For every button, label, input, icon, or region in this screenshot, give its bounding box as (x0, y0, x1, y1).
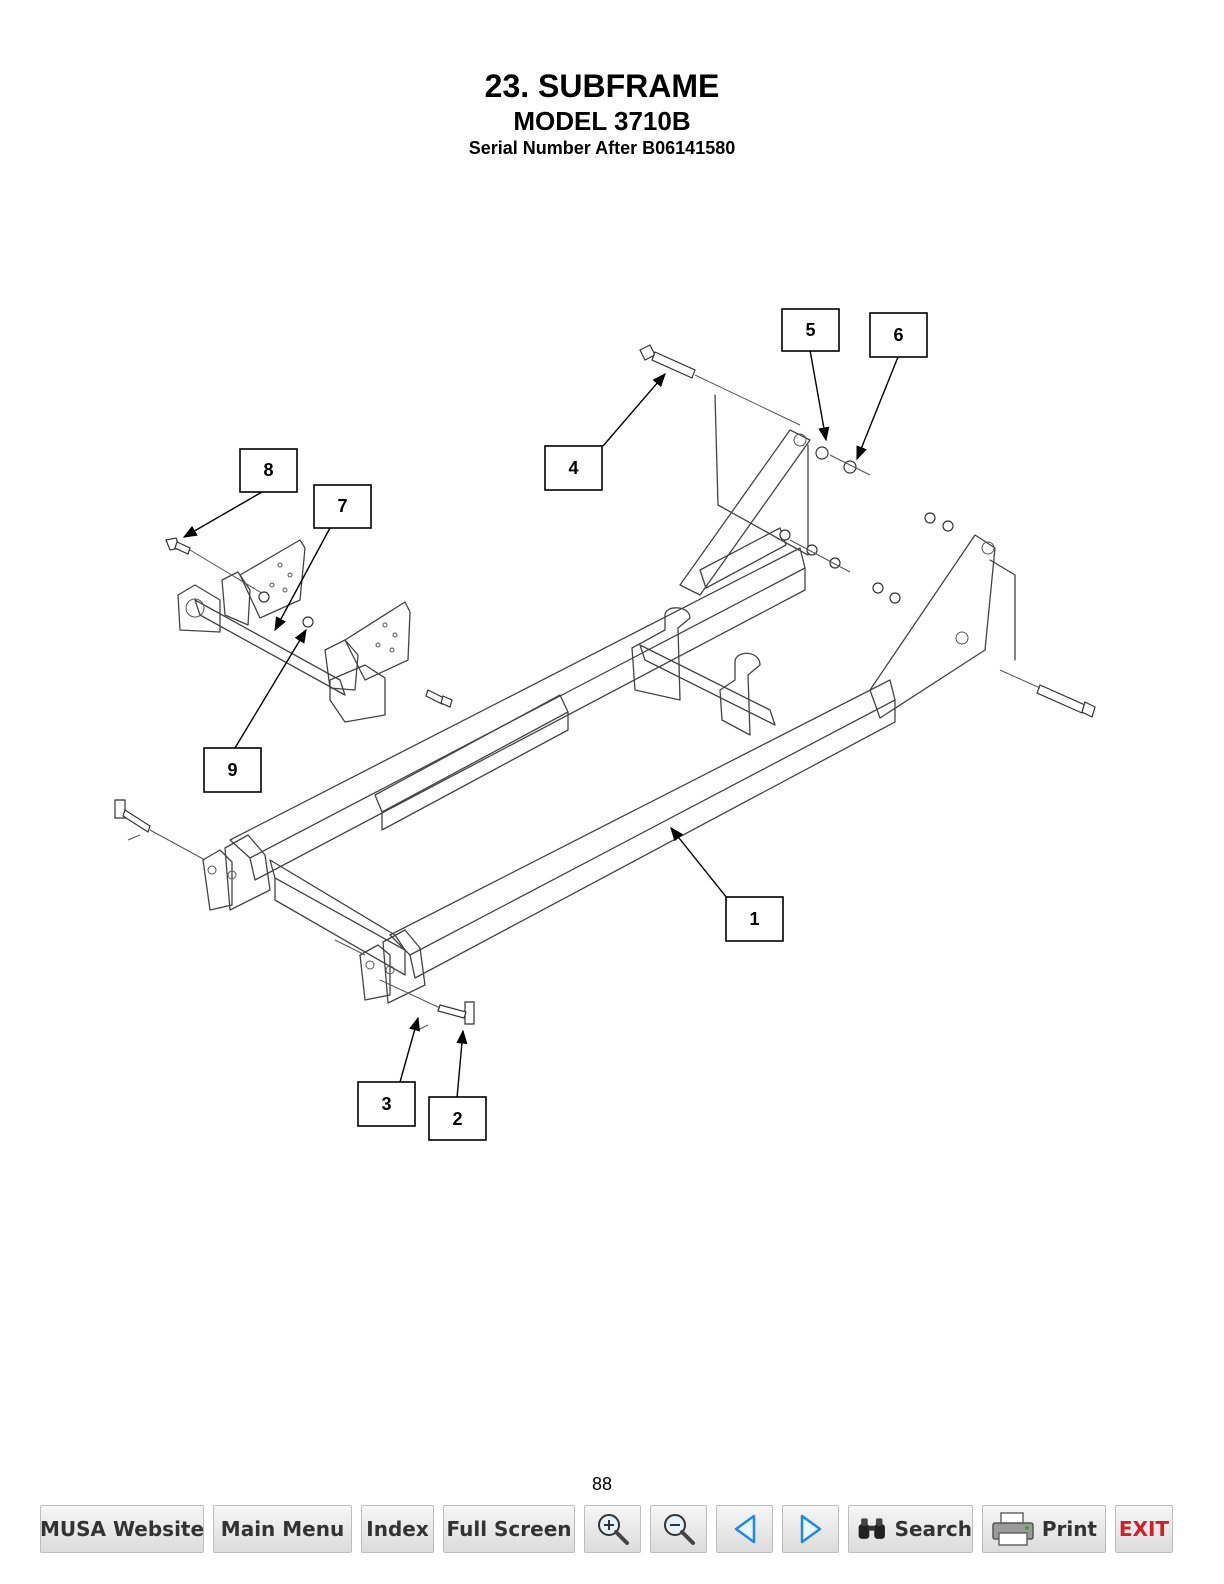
callout-label: 2 (452, 1109, 462, 1129)
musa-website-label: MUSA Website (40, 1517, 204, 1541)
callout-label: 4 (568, 458, 578, 478)
rear-uprights (680, 395, 1015, 718)
callout-label: 1 (749, 909, 759, 929)
right-triangle-icon (796, 1513, 826, 1545)
callout-2: 2 (429, 1097, 486, 1140)
hardware (115, 345, 1095, 1030)
front-brackets (203, 835, 425, 1003)
print-button[interactable]: Print (982, 1505, 1106, 1553)
callout-7: 7 (314, 485, 371, 528)
callout-label: 7 (337, 496, 347, 516)
callout-label: 3 (381, 1094, 391, 1114)
callout-label: 5 (805, 320, 815, 340)
print-label: Print (1042, 1517, 1097, 1541)
index-label: Index (366, 1517, 428, 1541)
binoculars-icon (857, 1513, 887, 1545)
callout-label: 9 (227, 760, 237, 780)
page-number: 88 (0, 1474, 1204, 1495)
search-button[interactable]: Search (848, 1505, 973, 1553)
exit-label: EXIT (1119, 1517, 1169, 1541)
frame-rails (230, 528, 895, 978)
musa-website-button[interactable]: MUSA Website (40, 1505, 204, 1553)
hitch-plate-assembly (178, 540, 410, 722)
full-screen-button[interactable]: Full Screen (443, 1505, 575, 1553)
callout-9: 9 (204, 748, 261, 792)
next-page-button[interactable] (782, 1505, 839, 1553)
callout-8: 8 (240, 449, 297, 492)
subframe-exploded-diagram: 1 2 3 4 5 6 7 8 9 (0, 0, 1224, 1460)
callout-5: 5 (782, 309, 839, 351)
callout-3: 3 (358, 1082, 415, 1126)
printer-icon (991, 1511, 1035, 1547)
index-button[interactable]: Index (361, 1505, 434, 1553)
callout-4: 4 (545, 446, 602, 490)
callout-1: 1 (726, 897, 783, 941)
callout-6: 6 (870, 313, 927, 357)
search-label: Search (895, 1517, 972, 1541)
zoom-out-button[interactable] (650, 1505, 707, 1553)
full-screen-label: Full Screen (446, 1517, 571, 1541)
main-menu-label: Main Menu (221, 1517, 344, 1541)
zoom-in-button[interactable] (584, 1505, 641, 1553)
main-menu-button[interactable]: Main Menu (213, 1505, 352, 1553)
previous-page-button[interactable] (716, 1505, 773, 1553)
zoom-out-icon (661, 1511, 697, 1547)
zoom-in-icon (595, 1511, 631, 1547)
exit-button[interactable]: EXIT (1115, 1505, 1173, 1553)
left-triangle-icon (730, 1513, 760, 1545)
callout-label: 8 (263, 460, 273, 480)
callout-label: 6 (893, 325, 903, 345)
